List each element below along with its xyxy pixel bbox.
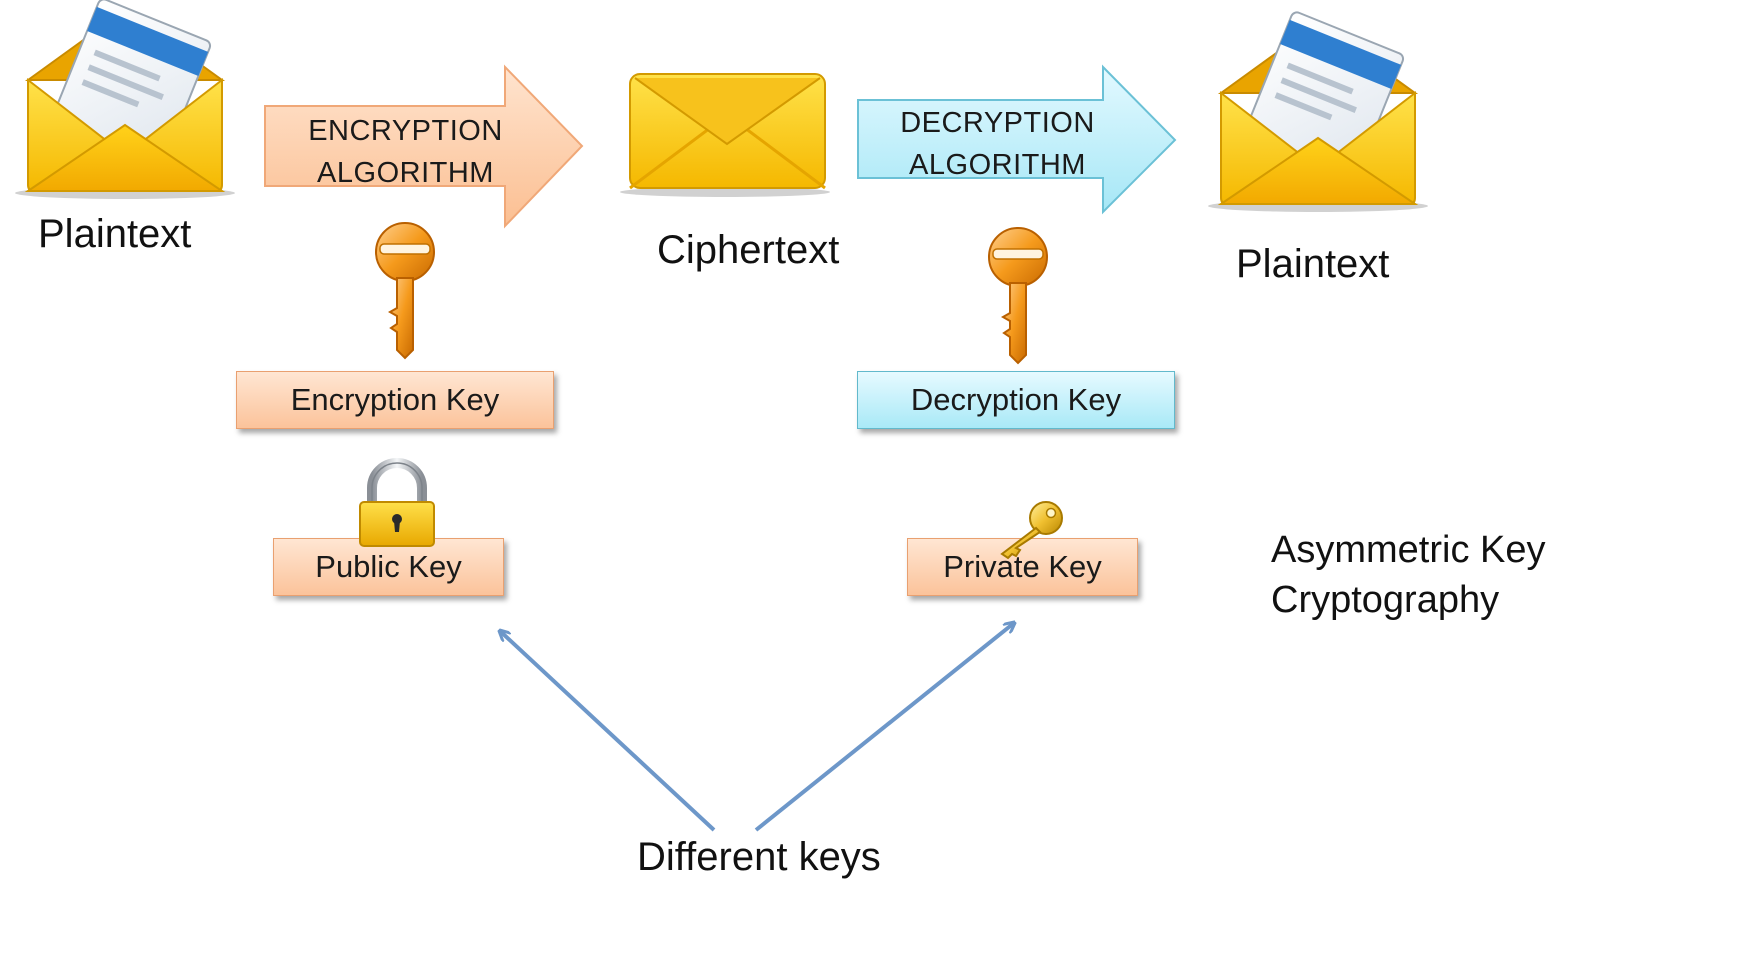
key-icon [988, 227, 1048, 365]
private-key-box: Private Key [907, 538, 1138, 596]
encryption-line1: ENCRYPTION [308, 115, 503, 147]
different-keys-label: Different keys [637, 835, 881, 879]
caption-line2: Cryptography [1271, 579, 1500, 621]
ciphertext-label: Ciphertext [657, 228, 840, 272]
encryption-arrow-text: ENCRYPTION ALGORITHM [268, 110, 543, 194]
plaintext-left-label: Plaintext [38, 212, 192, 256]
diagram-caption: Asymmetric Key Cryptography [1271, 525, 1545, 625]
encryption-key-label: Encryption Key [290, 382, 500, 417]
encryption-key-box: Encryption Key [236, 371, 554, 429]
decryption-arrow-text: DECRYPTION ALGORITHM [860, 102, 1135, 186]
plaintext-right-label: Plaintext [1236, 242, 1390, 286]
arrow-to-private-key [754, 623, 1014, 832]
encryption-arrow [264, 64, 584, 229]
encryption-line2: ALGORITHM [317, 157, 494, 189]
decryption-key-label: Decryption Key [910, 382, 1122, 417]
decryption-arrow [857, 64, 1177, 215]
key-icon [375, 222, 435, 360]
open-envelope-icon [1208, 11, 1428, 212]
decryption-key-box: Decryption Key [857, 371, 1175, 429]
public-key-label: Public Key [315, 549, 462, 584]
caption-line1: Asymmetric Key [1271, 529, 1546, 571]
private-key-label: Private Key [943, 549, 1102, 584]
open-envelope-icon [15, 0, 235, 199]
closed-envelope-icon [620, 73, 830, 197]
padlock-icon [359, 458, 435, 547]
public-key-box: Public Key [273, 538, 504, 596]
decryption-line2: ALGORITHM [909, 149, 1086, 181]
arrow-to-public-key [500, 631, 716, 832]
decryption-line1: DECRYPTION [900, 107, 1095, 139]
key-icon [1000, 501, 1063, 560]
